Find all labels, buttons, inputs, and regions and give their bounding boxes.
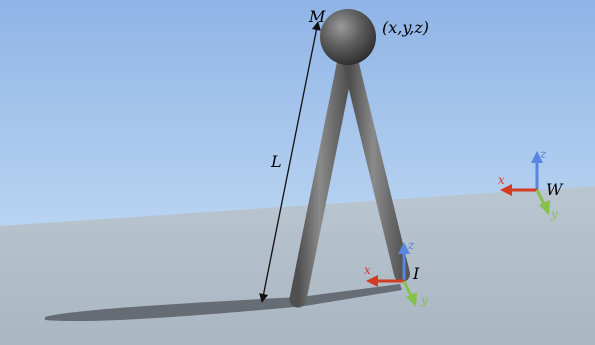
length-dimension-line <box>259 21 321 303</box>
world-x-label: x <box>498 173 505 187</box>
foot-z-arrowhead <box>398 242 410 254</box>
leg-right <box>342 52 410 282</box>
world-y-arrowhead <box>539 200 550 215</box>
world-y-label: y <box>550 207 558 221</box>
length-label: L <box>270 152 282 171</box>
world-frame-label: W <box>546 180 564 199</box>
foot-frame-label: I <box>412 264 420 283</box>
mass-label: M <box>308 7 326 26</box>
leg-shadow <box>45 284 402 322</box>
world-x-arrowhead <box>500 184 512 196</box>
world-z-arrowhead <box>531 151 543 163</box>
foot-frame: z x y I <box>364 238 428 307</box>
foot-x-label: x <box>364 263 371 277</box>
point-mass-sphere <box>320 9 376 65</box>
foot-z-label: z <box>407 238 415 252</box>
foot-x-arrowhead <box>366 275 378 287</box>
foot-y-arrowhead <box>406 292 417 307</box>
foot-y-label: y <box>420 293 428 307</box>
world-z-label: z <box>539 147 547 161</box>
position-label: (x,y,z) <box>382 18 429 37</box>
world-frame: z x y W <box>498 147 564 221</box>
